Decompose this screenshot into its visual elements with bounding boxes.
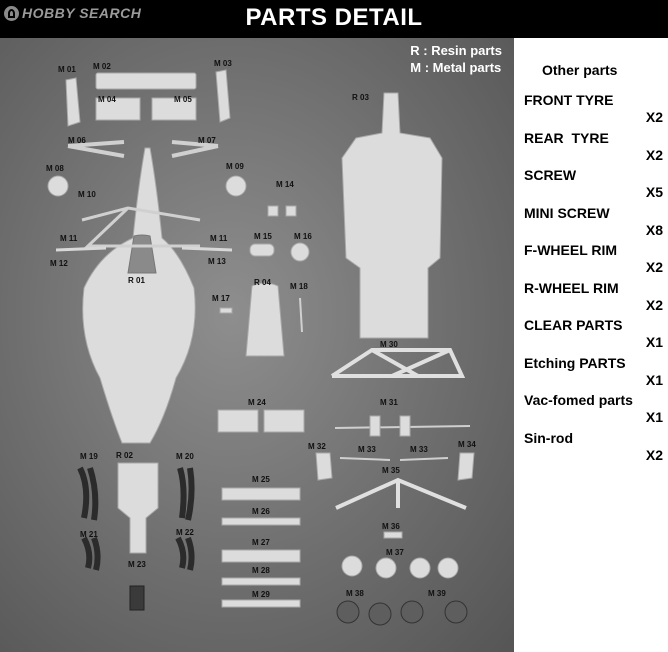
label-m04: M 04: [98, 95, 116, 104]
label-m35: M 35: [382, 466, 400, 475]
label-m07: M 07: [198, 136, 216, 145]
list-item: CLEAR PARTS X1: [524, 317, 666, 355]
label-m18: M 18: [290, 282, 308, 291]
label-r03: R 03: [352, 93, 369, 102]
wing-part: [95, 72, 197, 90]
label-m24: M 24: [248, 398, 266, 407]
undertray-part: [341, 92, 443, 339]
seat-part: [245, 282, 285, 357]
item-name: FRONT TYRE: [524, 92, 614, 108]
list-item: SCREW X5: [524, 167, 666, 205]
label-m03: M 03: [214, 59, 232, 68]
parts-photo: R : Resin parts M : Metal parts: [0, 38, 514, 652]
label-m31: M 31: [380, 398, 398, 407]
gearbox-part: [117, 462, 159, 554]
other-parts-panel: Other parts FRONT TYRE X2 REAR TYRE X2 SCR…: [514, 38, 668, 652]
list-item: F-WHEEL RIM X2: [524, 242, 666, 280]
item-qty: X2: [645, 446, 663, 463]
brand-logo: HOBBY SEARCH: [4, 5, 141, 21]
item-name: Vac-fomed parts: [524, 392, 633, 408]
item-name: SCREW: [524, 167, 577, 183]
label-m30: M 30: [380, 340, 398, 349]
body-shell-part: [82, 147, 196, 444]
legend: R : Resin parts M : Metal parts: [410, 42, 502, 76]
label-m23: M 23: [128, 560, 146, 569]
legend-metal: M : Metal parts: [410, 60, 502, 75]
other-parts-list: FRONT TYRE X2 REAR TYRE X2 SCREW X5 MINI SC…: [524, 92, 666, 467]
item-qty: X1: [645, 334, 663, 350]
list-item: MINI SCREW X8: [524, 205, 666, 243]
list-item: FRONT TYRE X2: [524, 92, 666, 130]
item-qty: X1: [645, 371, 663, 388]
label-m37: M 37: [386, 548, 404, 557]
label-m05: M 05: [174, 95, 192, 104]
label-m13: M 13: [208, 257, 226, 266]
label-m33-left: M 33: [358, 445, 376, 454]
label-m32: M 32: [308, 442, 326, 451]
label-m19: M 19: [80, 452, 98, 461]
label-m22: M 22: [176, 528, 194, 537]
label-m36: M 36: [382, 522, 400, 531]
parts-drawing: [47, 69, 475, 626]
label-r04: R 04: [254, 278, 271, 287]
label-m14: M 14: [276, 180, 294, 189]
item-qty: X1: [645, 409, 663, 425]
item-qty: X5: [645, 184, 663, 200]
label-m34: M 34: [458, 440, 476, 449]
item-qty: X2: [645, 146, 663, 163]
page-title: PARTS DETAIL: [245, 4, 423, 31]
brand-name: HOBBY SEARCH: [22, 5, 142, 21]
item-name: REAR TYRE: [524, 129, 609, 146]
other-parts-title: Other parts: [542, 62, 618, 78]
label-r02: R 02: [116, 451, 133, 460]
label-m02: M 02: [93, 62, 111, 71]
item-qty: X2: [645, 109, 663, 125]
label-m39: M 39: [428, 589, 446, 598]
label-m08: M 08: [46, 164, 64, 173]
item-name: CLEAR PARTS: [524, 317, 623, 333]
label-r01: R 01: [128, 276, 145, 285]
item-qty: X8: [645, 221, 663, 238]
label-m11-right: M 11: [210, 234, 228, 243]
item-qty: X2: [645, 259, 663, 275]
label-m38: M 38: [346, 589, 364, 598]
label-m06: M 06: [68, 136, 86, 145]
legend-resin: R : Resin parts: [410, 43, 502, 58]
header: HOBBY SEARCH PARTS DETAIL: [0, 0, 668, 38]
label-m26: M 26: [252, 507, 270, 516]
label-m20: M 20: [176, 452, 194, 461]
list-item: REAR TYRE X2: [524, 130, 666, 168]
label-m27: M 27: [252, 538, 270, 547]
label-m25: M 25: [252, 475, 270, 484]
item-name: F-WHEEL RIM: [524, 242, 618, 258]
item-name: MINI SCREW: [524, 204, 610, 221]
label-m10: M 10: [78, 190, 96, 199]
label-m17: M 17: [212, 294, 230, 303]
label-m33-right: M 33: [410, 445, 428, 454]
label-m11-left: M 11: [60, 234, 78, 243]
item-name: R-WHEEL RIM: [524, 279, 619, 296]
label-m15: M 15: [254, 232, 272, 241]
item-name: Etching PARTS: [524, 354, 626, 371]
list-item: R-WHEEL RIM X2: [524, 280, 666, 318]
label-m21: M 21: [80, 530, 98, 539]
label-m29: M 29: [252, 590, 270, 599]
brand-icon: [4, 5, 19, 21]
label-m12: M 12: [50, 259, 68, 268]
label-m28: M 28: [252, 566, 270, 575]
label-m16: M 16: [294, 232, 312, 241]
label-m01: M 01: [58, 65, 76, 74]
item-name: Sin-rod: [524, 429, 573, 446]
label-m09: M 09: [226, 162, 244, 171]
item-qty: X2: [645, 296, 663, 313]
list-item: Etching PARTS X1: [524, 355, 666, 393]
